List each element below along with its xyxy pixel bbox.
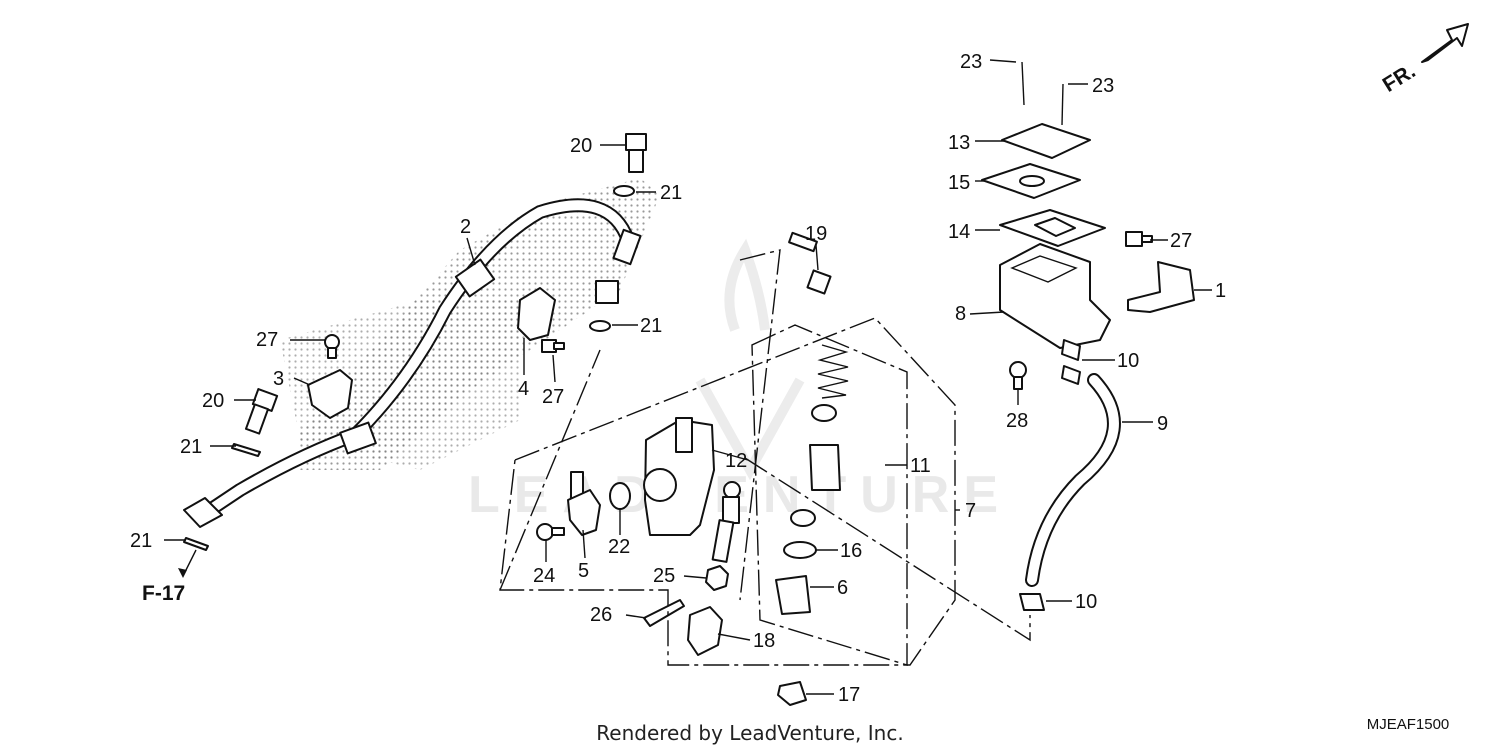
diaphragm-14 — [999, 209, 1106, 247]
snap-ring-16 — [783, 541, 817, 559]
callout-labels: 23 23 13 15 14 27 1 8 10 28 9 10 20 21 2… — [130, 51, 1226, 706]
callout-9: 9 — [1157, 413, 1168, 435]
cap-plate-15 — [981, 163, 1081, 199]
group-outline-7 — [499, 317, 956, 666]
callout-13: 13 — [948, 132, 970, 154]
front-direction-arrow: FR. — [1379, 23, 1469, 97]
push-rod-12 — [711, 481, 741, 563]
callout-19: 19 — [805, 223, 827, 245]
bolt-19 — [788, 231, 832, 295]
callout-27-right: 27 — [1170, 230, 1192, 252]
hose-clip-10-mid — [1061, 365, 1081, 385]
render-credit: Rendered by LeadVenture, Inc. — [596, 721, 903, 745]
callout-2: 2 — [460, 216, 471, 238]
callout-3: 3 — [273, 368, 284, 390]
bracket-1 — [1127, 261, 1195, 313]
joint-5 — [567, 471, 601, 536]
callout-27-left: 27 — [256, 329, 278, 351]
cotter-pin-26 — [643, 599, 685, 627]
joint-18 — [687, 606, 723, 656]
callout-25: 25 — [653, 565, 675, 587]
callout-11: 11 — [910, 455, 931, 477]
bolt-24 — [536, 523, 565, 541]
callout-21-mid: 21 — [640, 315, 662, 337]
reservoir-8 — [999, 243, 1111, 349]
hose-clip-10-upper — [1061, 339, 1081, 361]
callout-10-lower: 10 — [1075, 591, 1097, 613]
diagram-code: MJEAF1500 — [1367, 716, 1450, 733]
screw-23-left — [1021, 61, 1025, 106]
callout-12: 12 — [725, 450, 747, 472]
group-outline-set — [739, 249, 781, 601]
callout-8: 8 — [955, 303, 966, 325]
sealing-washer-1 — [613, 185, 635, 197]
leader-lines — [164, 59, 1212, 695]
reference-f17: F-17 — [142, 549, 197, 605]
group-outline-5 — [499, 349, 601, 591]
hose-clamp-3 — [307, 369, 353, 419]
callout-14: 14 — [948, 221, 970, 243]
callout-15: 15 — [948, 172, 970, 194]
callout-21-upper: 21 — [660, 182, 682, 204]
callout-22: 22 — [608, 536, 630, 558]
banjo-bolt-lower — [244, 388, 279, 435]
callout-16: 16 — [840, 540, 862, 562]
hose-clip-10-lower — [1019, 593, 1045, 611]
spring — [817, 344, 849, 399]
cup-a — [811, 404, 837, 422]
callout-21-bottom: 21 — [130, 530, 152, 552]
hose-guide-4 — [517, 287, 556, 341]
watermark-logo — [695, 238, 805, 481]
direction-label: FR. — [1379, 59, 1420, 96]
reservoir-link — [744, 457, 1031, 642]
bolt-27-right — [1125, 231, 1153, 247]
callout-23-right: 23 — [1092, 75, 1114, 97]
sealing-washer-3 — [231, 443, 261, 457]
bolt-28 — [1009, 361, 1027, 390]
callout-5: 5 — [578, 560, 589, 582]
callout-21-left: 21 — [180, 436, 202, 458]
sealing-washer-4 — [183, 537, 209, 551]
piston — [809, 444, 841, 491]
bolt-27-left — [324, 334, 340, 359]
group-outline-11 — [751, 324, 908, 666]
callout-27-mid: 27 — [542, 386, 564, 408]
callout-4: 4 — [518, 378, 529, 400]
screw-23-right — [1061, 83, 1064, 126]
callout-18: 18 — [753, 630, 775, 652]
callout-20-lower: 20 — [202, 390, 224, 412]
callout-17: 17 — [838, 684, 860, 706]
reservoir-hose-9 — [1025, 373, 1121, 587]
sealing-washer-2 — [589, 320, 611, 332]
nut-25 — [705, 565, 729, 591]
banjo-bolt-upper — [625, 133, 647, 173]
callout-23-left: 23 — [960, 51, 982, 73]
callout-20-upper: 20 — [570, 135, 592, 157]
reference-label: F-17 — [142, 582, 185, 605]
callout-1: 1 — [1215, 280, 1226, 302]
callout-10-upper: 10 — [1117, 350, 1139, 372]
callout-28: 28 — [1006, 410, 1028, 432]
boot-6 — [775, 575, 811, 615]
reservoir-cap-13 — [1001, 123, 1091, 159]
brake-hose — [183, 198, 642, 528]
o-ring-22 — [609, 482, 631, 510]
callout-7: 7 — [965, 500, 976, 522]
cup-b — [790, 509, 816, 527]
pin-17 — [777, 681, 807, 706]
callout-24: 24 — [533, 565, 555, 587]
callout-6: 6 — [837, 577, 848, 599]
callout-26: 26 — [590, 604, 612, 626]
bolt-27-mid — [541, 339, 565, 353]
master-cylinder — [643, 417, 715, 536]
